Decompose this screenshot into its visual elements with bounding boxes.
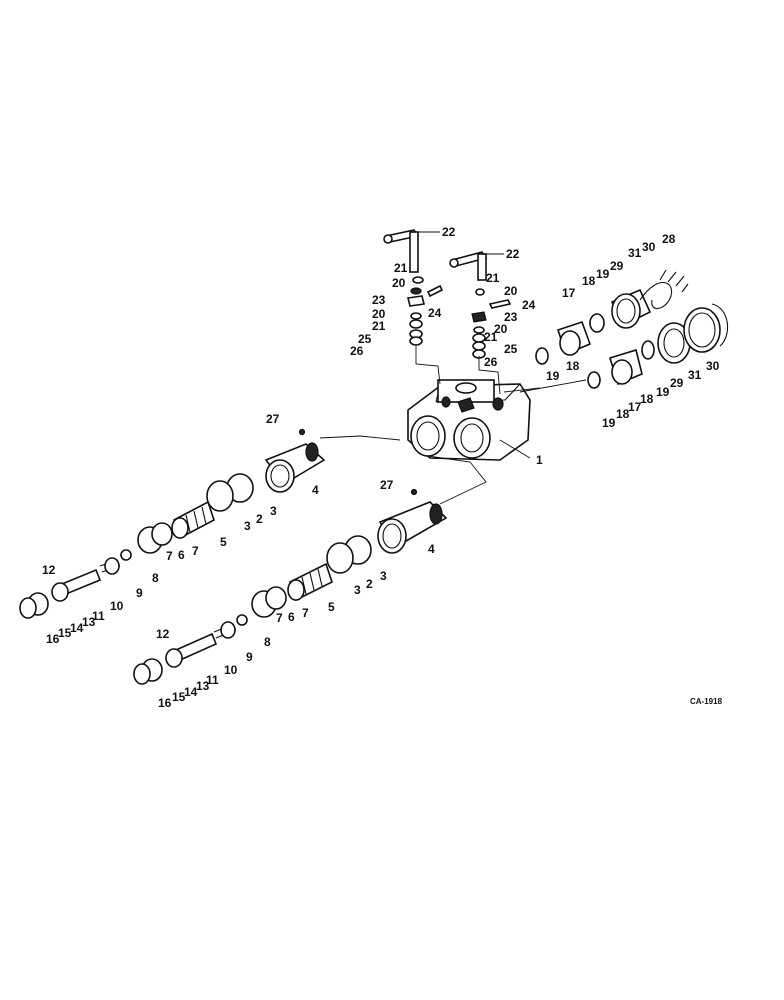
label-5a: 5: [220, 535, 227, 549]
label-2a: 2: [256, 512, 263, 526]
upper-spool-assembly: [19, 428, 326, 619]
label-31a: 31: [628, 246, 642, 260]
label-21d: 21: [484, 330, 498, 344]
label-7a: 7: [166, 549, 173, 563]
upper-right-spool-end: [535, 269, 689, 365]
label-4b: 4: [428, 542, 435, 556]
label-11b: 11: [206, 673, 219, 687]
label-26b: 26: [484, 355, 498, 369]
label-21a: 21: [394, 261, 408, 275]
label-16a: 16: [46, 632, 60, 646]
label-24b: 24: [522, 298, 536, 312]
label-17b: 17: [628, 400, 642, 414]
label-24a: 24: [428, 306, 442, 320]
label-19b: 19: [546, 369, 560, 383]
label-13b: 13: [196, 679, 210, 693]
label-16b: 16: [158, 696, 172, 710]
label-27a: 27: [266, 412, 280, 426]
label-7d: 7: [302, 606, 309, 620]
label-6b: 6: [288, 610, 295, 624]
label-20b: 20: [372, 307, 386, 321]
leader-lines: [319, 231, 587, 505]
label-23b: 23: [504, 310, 518, 324]
label-9a: 9: [136, 586, 143, 600]
label-20a: 20: [392, 276, 406, 290]
label-4a: 4: [312, 483, 319, 497]
left-detent-stack: [407, 276, 444, 346]
label-12a: 12: [42, 563, 56, 577]
label-18b: 18: [566, 359, 580, 373]
label-22a: 22: [442, 225, 456, 239]
label-30b: 30: [706, 359, 720, 373]
label-5b: 5: [328, 600, 335, 614]
label-3d: 3: [380, 569, 387, 583]
label-8a: 8: [152, 571, 159, 585]
label-20d: 20: [494, 322, 508, 336]
label-31b: 31: [688, 368, 702, 382]
label-11a: 11: [92, 609, 105, 623]
label-29b: 29: [670, 376, 684, 390]
label-6a: 6: [178, 548, 185, 562]
label-27b: 27: [380, 478, 394, 492]
label-10b: 10: [224, 663, 238, 677]
label-7b: 7: [192, 544, 199, 558]
lower-right-spool-end: [587, 303, 729, 389]
label-10a: 10: [110, 599, 124, 613]
right-detent-stack: [471, 288, 512, 359]
label-3c: 3: [354, 583, 361, 597]
label-26a: 26: [350, 344, 364, 358]
label-18d: 18: [640, 392, 654, 406]
label-30a: 30: [642, 240, 656, 254]
label-21b: 21: [372, 319, 386, 333]
label-15b: 15: [172, 690, 186, 704]
label-8b: 8: [264, 635, 271, 649]
detent-pin-right: [449, 251, 488, 281]
label-9b: 9: [246, 650, 253, 664]
label-3a: 3: [244, 519, 251, 533]
callout-labels: 1 22 22 21 20 23 24 20 21 25 26 21 20 24…: [42, 225, 720, 710]
label-18a: 18: [582, 274, 596, 288]
label-7c: 7: [276, 611, 283, 625]
label-3b: 3: [270, 504, 277, 518]
label-18c: 18: [616, 407, 630, 421]
label-13a: 13: [82, 615, 96, 629]
label-19a: 19: [596, 267, 610, 281]
label-14b: 14: [184, 685, 198, 699]
label-22b: 22: [506, 247, 520, 261]
label-1: 1: [536, 453, 543, 467]
label-28: 28: [662, 232, 676, 246]
drawing-reference: CA-1918: [690, 697, 723, 706]
label-25a: 25: [358, 332, 372, 346]
label-17a: 17: [562, 286, 576, 300]
label-20c: 20: [504, 284, 518, 298]
label-19d: 19: [656, 385, 670, 399]
label-2b: 2: [366, 577, 373, 591]
label-23a: 23: [372, 293, 386, 307]
label-12b: 12: [156, 627, 170, 641]
label-29a: 29: [610, 259, 624, 273]
detent-pin-left: [383, 229, 420, 273]
label-19c: 19: [602, 416, 616, 430]
label-14a: 14: [70, 621, 84, 635]
lower-spool-assembly: [133, 488, 448, 685]
label-21c: 21: [486, 271, 500, 285]
label-15a: 15: [58, 626, 72, 640]
label-25b: 25: [504, 342, 518, 356]
valve-body: [407, 379, 531, 461]
